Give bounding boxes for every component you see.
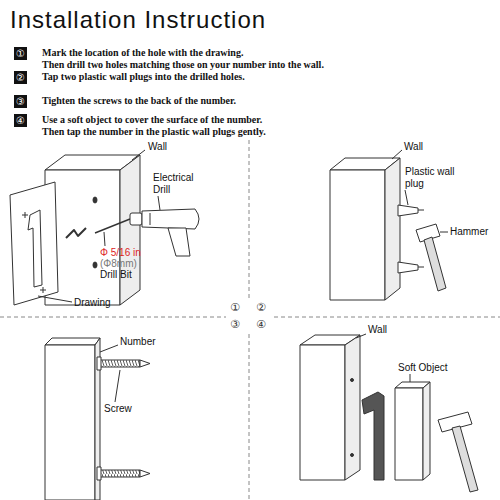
part-label: Number bbox=[120, 336, 156, 348]
page-title: Installation Instruction bbox=[10, 6, 266, 34]
step-text: Mark the location of the hole with the d… bbox=[42, 47, 243, 59]
screw bbox=[97, 357, 150, 480]
drawing-template bbox=[10, 182, 58, 305]
part-label: Drill Bit bbox=[100, 269, 132, 281]
step-number: ① bbox=[14, 47, 27, 60]
dimension-label: Φ 5/16 in bbox=[100, 247, 141, 259]
panel-number: ③ bbox=[229, 319, 241, 332]
panel-divider bbox=[0, 140, 500, 500]
step-number: ④ bbox=[14, 114, 27, 127]
part-label: Electrical Drill bbox=[153, 172, 201, 195]
part-label: Screw bbox=[104, 403, 132, 415]
part-label: Plastic wall plug bbox=[405, 166, 467, 189]
wall-block bbox=[45, 155, 140, 305]
hammer bbox=[438, 412, 478, 492]
step-number: ③ bbox=[14, 95, 27, 108]
hammer bbox=[416, 224, 446, 291]
step-text: Then tap the number in the plastic wall … bbox=[42, 126, 266, 138]
part-label: Wall bbox=[368, 324, 387, 336]
step-number: ② bbox=[14, 71, 27, 84]
wall-block bbox=[330, 158, 400, 300]
leader-line bbox=[392, 150, 448, 232]
soft-object bbox=[395, 382, 430, 480]
part-label: Soft Object bbox=[398, 362, 447, 374]
panel-number: ② bbox=[255, 302, 267, 315]
motion-mark bbox=[66, 228, 86, 238]
step-text: Tap two plastic wall plugs into the dril… bbox=[42, 71, 245, 83]
leader-line bbox=[356, 334, 410, 382]
part-label: Wall bbox=[404, 141, 423, 153]
wall-block bbox=[300, 335, 360, 480]
step-text: Then drill two holes matching those on y… bbox=[42, 59, 324, 71]
step-text: Use a soft object to cover the surface o… bbox=[42, 114, 262, 126]
leader-line bbox=[38, 150, 160, 302]
panel-number: ① bbox=[229, 302, 241, 315]
leader-line bbox=[100, 345, 120, 402]
part-label: Hammer bbox=[450, 226, 488, 238]
part-label: Drawing bbox=[74, 297, 111, 309]
panel-number: ④ bbox=[255, 319, 267, 332]
house-number bbox=[362, 392, 384, 480]
part-label: Wall bbox=[148, 141, 167, 153]
dimension-label: (Φ8mm) bbox=[100, 258, 137, 270]
step-text: Tighten the screws to the back of the nu… bbox=[42, 95, 236, 107]
number-plate bbox=[45, 338, 100, 500]
